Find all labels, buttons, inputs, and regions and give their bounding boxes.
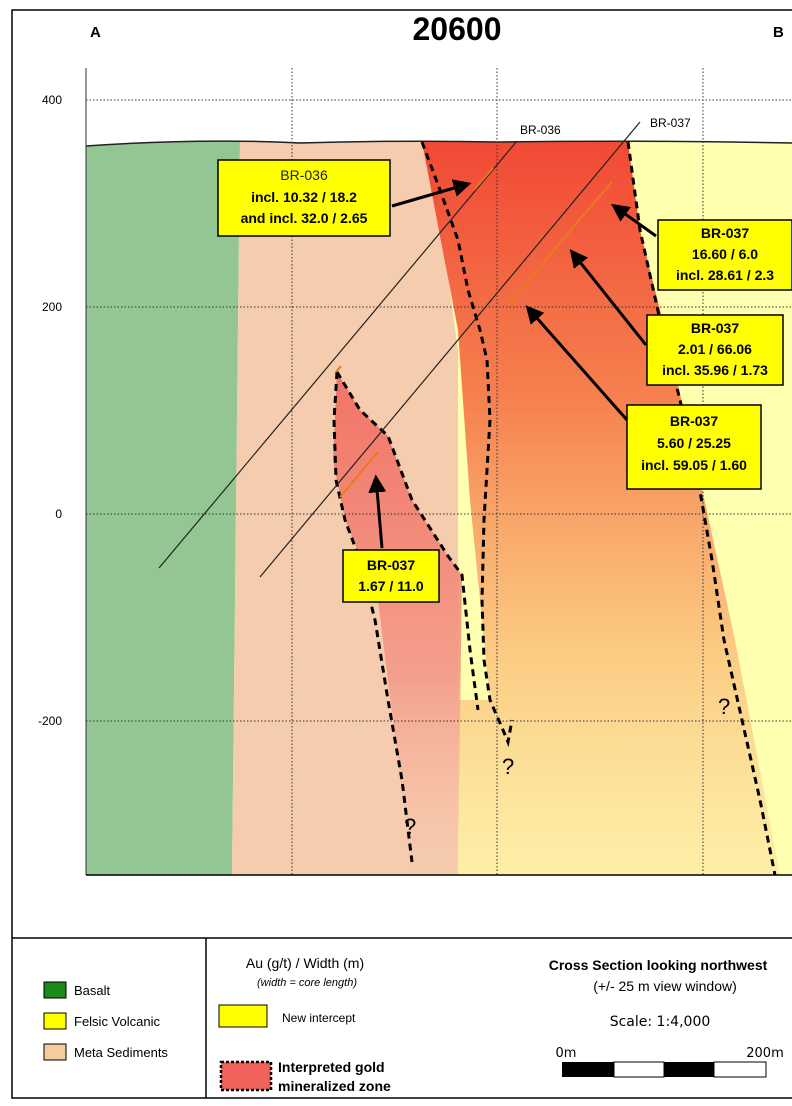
callout-line: BR-037: [701, 225, 749, 241]
callout-line: BR-037: [367, 557, 415, 573]
section-title: 20600: [413, 11, 502, 47]
legend-unit-basalt: Basalt: [43, 981, 111, 999]
callout-br037-a: BR-037 16.60 / 6.0 incl. 28.61 / 2.3: [611, 203, 792, 291]
new-intercept-swatch: [218, 1004, 268, 1028]
legend-unit-felsic: Felsic Volcanic: [43, 1012, 160, 1030]
elevation-label: 200: [42, 300, 62, 314]
new-intercept-label: New intercept: [282, 1011, 356, 1025]
legend-view-window: (+/- 25 m view window): [593, 978, 737, 994]
drill-hole-label: BR-037: [650, 116, 691, 130]
endpoint-b: B: [773, 24, 784, 41]
geology-units: [86, 141, 792, 875]
callout-line: BR-036: [280, 167, 328, 183]
scale-start-label: 0m: [556, 1046, 577, 1061]
callout-line: 2.01 / 66.06: [678, 341, 752, 357]
zone-label-line1: Interpreted gold: [278, 1059, 385, 1075]
drill-trace-br-037: [259, 121, 641, 578]
topography-line: [85, 140, 792, 147]
question-mark: ?: [404, 814, 416, 839]
drill-trace-br-036: [158, 140, 518, 569]
legend-scale: Scale: 1:4,000: [610, 1014, 711, 1030]
intercept-ticks: [335, 167, 613, 498]
scale-end-label: 200m: [746, 1046, 783, 1061]
legend-panel: Basalt Felsic Volcanic Meta Sediments Au…: [12, 937, 792, 1098]
elevation-labels: 400 200 0 -200: [38, 93, 62, 728]
legend-section-title: Cross Section looking northwest: [549, 957, 768, 973]
callout-line: BR-037: [670, 413, 718, 429]
callout-br036: BR-036 incl. 10.32 / 18.2 and incl. 32.0…: [217, 159, 472, 237]
question-mark: ?: [718, 694, 730, 719]
callout-line: incl. 35.96 / 1.73: [662, 362, 768, 378]
callout-br037-c: BR-037 5.60 / 25.25 incl. 59.05 / 1.60: [525, 305, 762, 490]
callout-br037-b: BR-037 2.01 / 66.06 incl. 35.96 / 1.73: [569, 249, 784, 386]
callout-br037-d: BR-037 1.67 / 11.0: [342, 474, 440, 603]
elevation-label: -200: [38, 714, 62, 728]
callout-line: 5.60 / 25.25: [657, 435, 731, 451]
callout-line: incl. 10.32 / 18.2: [251, 189, 357, 205]
question-mark: ?: [502, 754, 514, 779]
callout-line: 16.60 / 6.0: [692, 246, 758, 262]
au-legend-subtitle: (width = core length): [257, 977, 357, 989]
legend-label: Felsic Volcanic: [74, 1014, 160, 1029]
callout-line: incl. 59.05 / 1.60: [641, 457, 747, 473]
endpoint-a: A: [90, 24, 101, 41]
callout-line: and incl. 32.0 / 2.65: [241, 210, 368, 226]
callout-line: BR-037: [691, 320, 739, 336]
scale-bar: 0m 200m: [556, 1046, 784, 1078]
mineralized-zone-main: [422, 142, 780, 875]
au-legend-title: Au (g/t) / Width (m): [246, 955, 364, 971]
zone-swatch: [219, 1060, 273, 1092]
zone-boundaries: [332, 141, 777, 876]
drill-holes: BR-036 BR-037: [158, 116, 691, 578]
elevation-label: 400: [42, 93, 62, 107]
legend-unit-meta: Meta Sediments: [43, 1043, 168, 1061]
callout-line: incl. 28.61 / 2.3: [676, 267, 774, 283]
callout-line: 1.67 / 11.0: [358, 578, 424, 594]
legend-label: Meta Sediments: [74, 1045, 168, 1060]
mineralized-zone-small: [333, 372, 462, 875]
legend-label: Basalt: [74, 983, 111, 998]
basalt-unit: [86, 141, 240, 875]
zone-label-line2: mineralized zone: [278, 1078, 391, 1094]
drill-hole-label: BR-036: [520, 123, 561, 137]
elevation-label: 0: [55, 507, 62, 521]
